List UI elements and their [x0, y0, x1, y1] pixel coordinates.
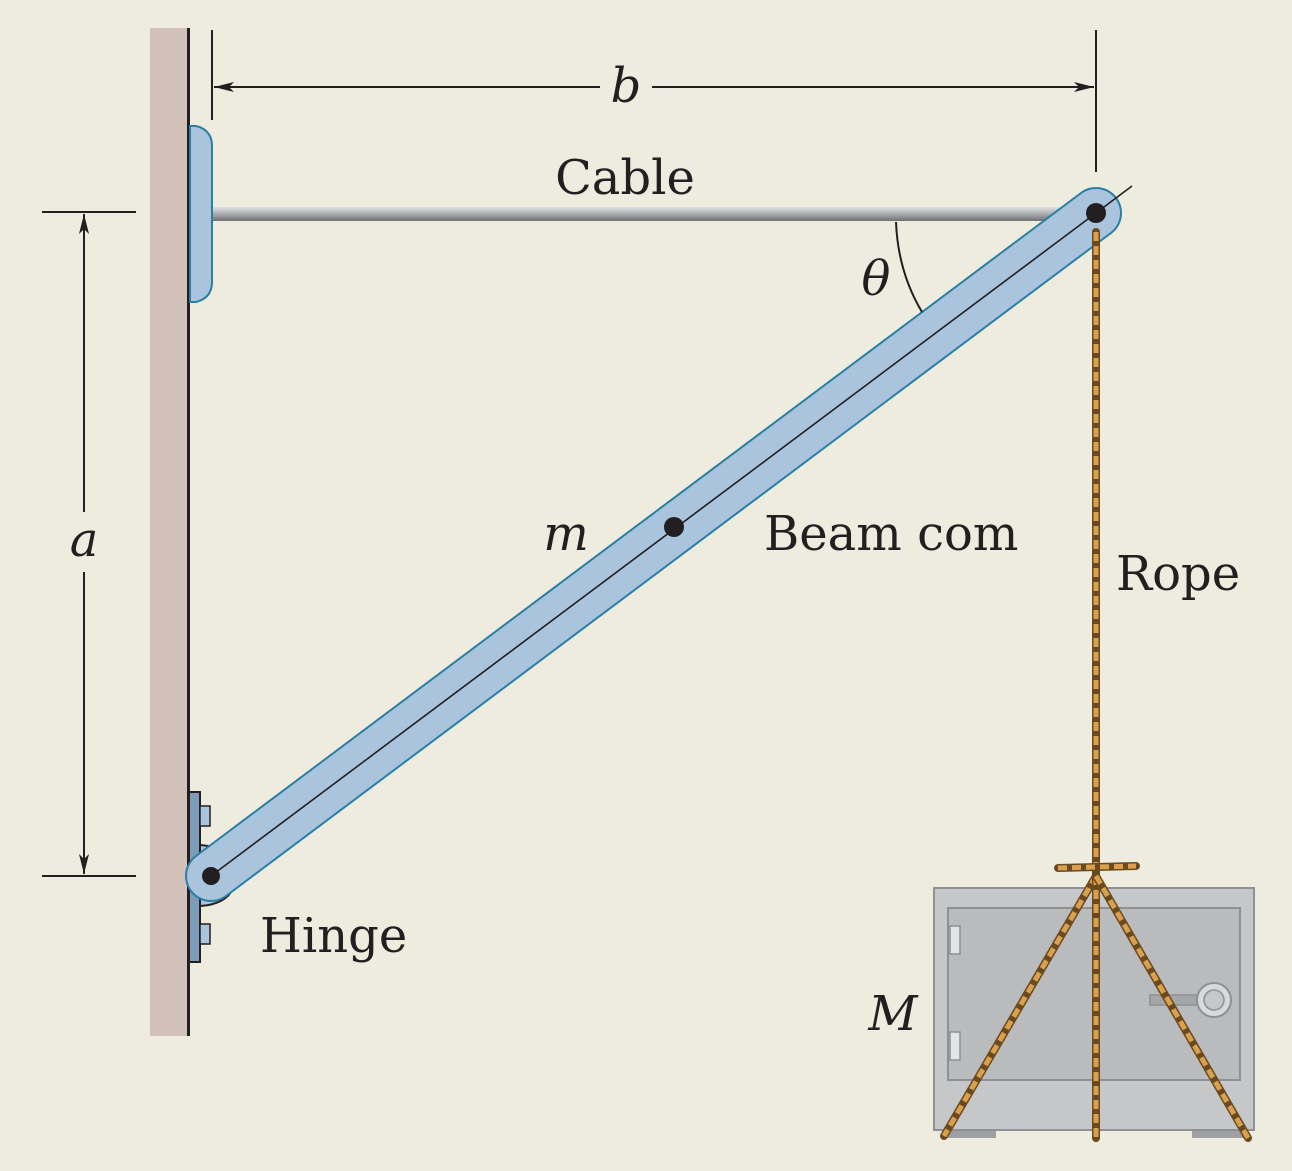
dimension-a: a: [42, 211, 136, 877]
cable-label: Cable: [555, 150, 695, 206]
beam-end-pin: [1086, 203, 1106, 223]
beam-com-dot: [664, 517, 684, 537]
cable: Cable: [210, 150, 1090, 221]
rope: [940, 228, 1252, 1142]
beam-mass-label: m: [543, 506, 589, 562]
dimension-b: b: [211, 30, 1097, 172]
dimension-b-label: b: [611, 58, 642, 114]
rope-left-strand: [940, 872, 1100, 1140]
beam: [185, 185, 1133, 902]
hinge-label: Hinge: [260, 908, 407, 964]
angle-arc: [895, 221, 923, 313]
block-mass-label: M: [867, 986, 919, 1042]
hinge-pin: [202, 867, 220, 885]
cable-wall-bracket: [189, 125, 213, 303]
rope-knot: [1054, 862, 1140, 872]
rope-label: Rope: [1116, 546, 1240, 602]
dimension-a-label: a: [70, 512, 99, 568]
wall: [150, 28, 190, 1036]
rope-right-strand: [1092, 872, 1252, 1142]
beam-com-label: Beam com: [764, 506, 1018, 562]
angle-label: θ: [862, 251, 891, 307]
